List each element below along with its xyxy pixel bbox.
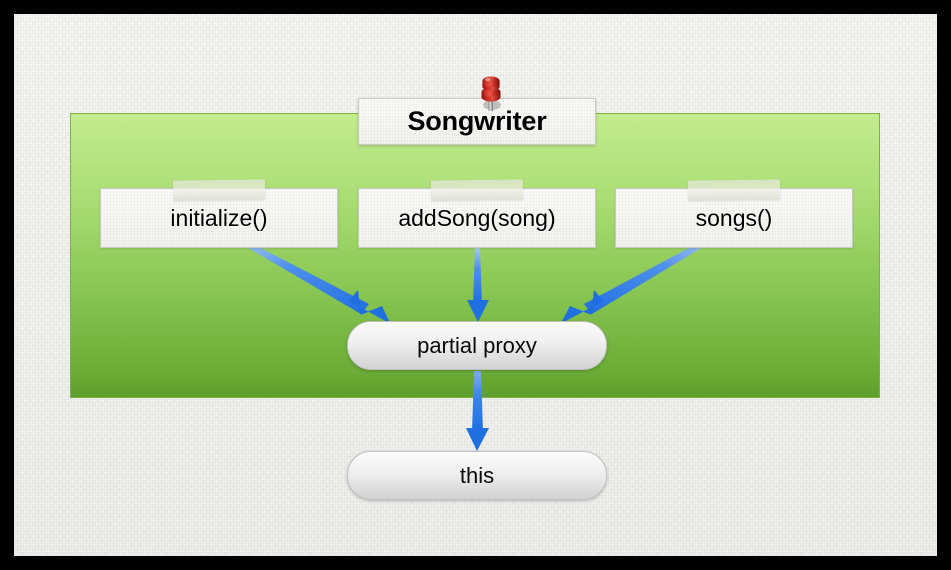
page-title: Songwriter [407, 106, 547, 136]
tape-strip-icon [687, 179, 781, 201]
method-note-initialize[interactable]: initialize() [100, 179, 338, 248]
node-partial-proxy[interactable]: partial proxy [347, 321, 607, 370]
pushpin-icon [481, 76, 501, 111]
tape-strip-icon [430, 179, 524, 201]
node-label: this [459, 462, 495, 488]
class-title-note[interactable]: Songwriter [358, 98, 596, 145]
method-note-addsong[interactable]: addSong(song) [358, 179, 596, 248]
tape-strip-icon [172, 179, 266, 201]
node-this[interactable]: this [347, 451, 607, 500]
node-label: partial proxy [417, 332, 537, 358]
paper-canvas: initialize() addSong(song) songs() parti… [14, 14, 937, 556]
method-note-songs[interactable]: songs() [615, 179, 853, 248]
method-label: songs() [695, 204, 773, 231]
method-label: initialize() [170, 204, 268, 231]
method-label: addSong(song) [398, 204, 556, 231]
